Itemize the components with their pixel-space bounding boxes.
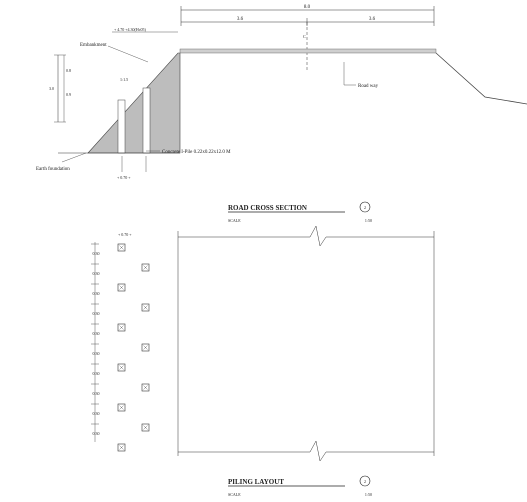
road-cross-section: 8.0 3.6 3.6 C + 4.70 +4.30(Hc05) Embankm… bbox=[36, 5, 527, 223]
pile-cross bbox=[143, 265, 148, 270]
embankment-body bbox=[87, 52, 181, 154]
piling-title: PILING LAYOUT bbox=[228, 478, 284, 486]
pile-cross bbox=[119, 285, 124, 290]
cross-section-title-number: 2 bbox=[364, 205, 366, 210]
top-level-label: + 4.70 +4.30(Hc05) bbox=[114, 27, 147, 32]
dimension-left-label: 3.6 bbox=[237, 17, 244, 22]
piling-title-number: 2 bbox=[364, 479, 366, 484]
pile-cross bbox=[119, 365, 124, 370]
piling-scale-label: SCALE bbox=[228, 492, 241, 497]
spacing-label: 0.30 bbox=[93, 271, 100, 276]
spacing-label: 0.30 bbox=[93, 291, 100, 296]
break-line-bottom bbox=[178, 440, 434, 462]
pile-cross bbox=[143, 345, 148, 350]
pile-cross bbox=[119, 325, 124, 330]
piling-scale-value: 1:50 bbox=[365, 492, 372, 497]
dimension-h1-label: 0.8 bbox=[66, 68, 71, 73]
dimension-h-total-label: 3.0 bbox=[49, 86, 54, 91]
earth-foundation-label: Earth foundation bbox=[36, 167, 70, 172]
spacing-label: 0.30 bbox=[93, 351, 100, 356]
pile-cross bbox=[119, 445, 124, 450]
spacing-label: 0.30 bbox=[93, 331, 100, 336]
centerline-label: C bbox=[303, 34, 306, 39]
spacing-label: 0.30 bbox=[93, 411, 100, 416]
piling-top-level-label: + 0.70 + bbox=[118, 232, 132, 237]
pile-cross bbox=[119, 405, 124, 410]
pile-squares bbox=[117, 243, 150, 452]
title-number-circle bbox=[359, 201, 371, 213]
spacing-label: 0.30 bbox=[93, 431, 100, 436]
dimension-right-label: 3.6 bbox=[369, 17, 376, 22]
slope-label: 1:1.5 bbox=[120, 77, 128, 82]
pile bbox=[142, 87, 151, 154]
spacing-label: 0.30 bbox=[93, 251, 100, 256]
cross-section-title: ROAD CROSS SECTION bbox=[228, 204, 307, 212]
spacing-label: 0.30 bbox=[93, 391, 100, 396]
base-level-label: + 0.70 + bbox=[117, 175, 131, 180]
pile-cross bbox=[143, 425, 148, 430]
cross-section-scale-label: SCALE bbox=[228, 218, 241, 223]
roadway-label: Road way bbox=[358, 84, 379, 89]
spacing-label: 0.30 bbox=[93, 311, 100, 316]
spacing-label: 0.30 bbox=[93, 371, 100, 376]
pile-cross bbox=[119, 245, 124, 250]
pile bbox=[117, 99, 126, 154]
dimension-total-label: 8.0 bbox=[304, 5, 311, 10]
cross-section-scale-value: 1:50 bbox=[365, 218, 372, 223]
road-surface bbox=[179, 48, 437, 54]
piling-layout: + 0.70 + 0.300.300.300.300.300.300.300.3… bbox=[91, 225, 435, 497]
pile-label: Concrete I-Pile 0.22x0.22x12.0 M bbox=[162, 150, 231, 155]
piling-title-number-circle bbox=[359, 475, 371, 487]
dimension-h2-label: 0.9 bbox=[66, 92, 71, 97]
embankment-label: Embankment bbox=[80, 43, 107, 48]
break-line-top bbox=[298, 225, 434, 247]
embankment-leader bbox=[107, 45, 149, 63]
pile-cross bbox=[143, 385, 148, 390]
pile-cross bbox=[143, 305, 148, 310]
spacing-labels: 0.30 0.30 0.30 0.30 0.30 0.30 0.30 0.30 0.30 0.30 bbox=[91, 243, 100, 436]
right-slope bbox=[435, 52, 527, 105]
earth-foundation-leader bbox=[61, 152, 87, 163]
